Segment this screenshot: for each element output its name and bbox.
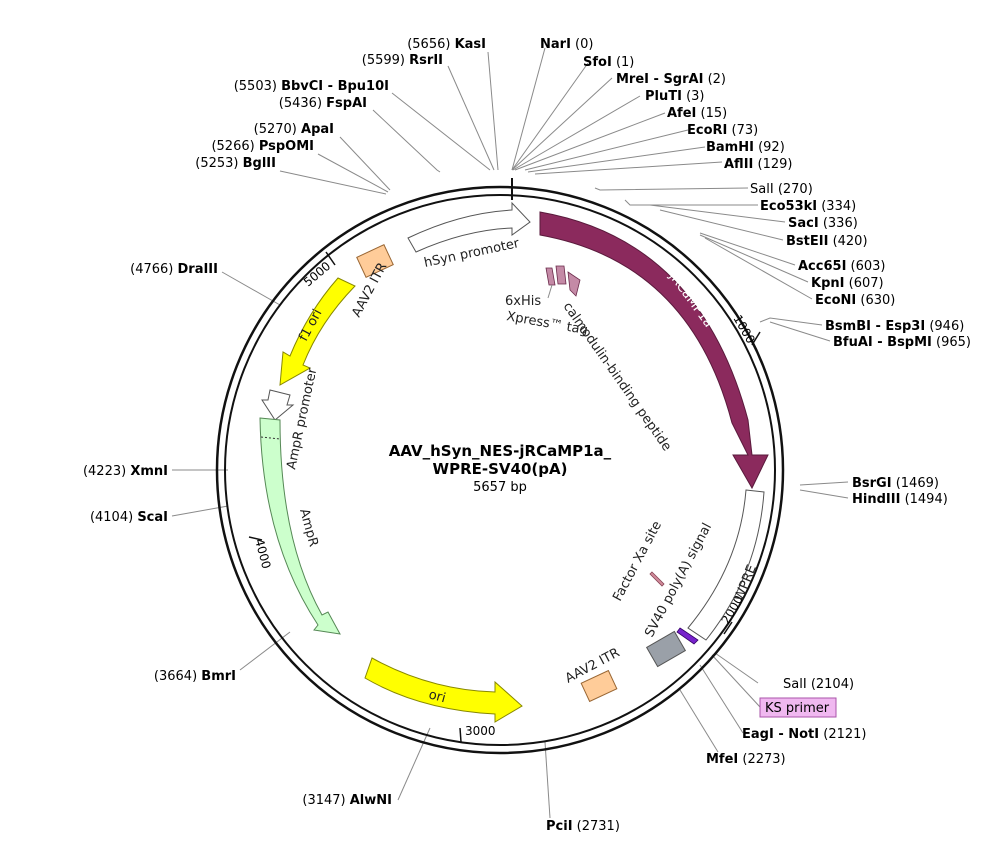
ks-primer-marker [676, 627, 699, 645]
site-label[interactable]: PluTI (3) [645, 89, 705, 104]
site-label[interactable]: SalI (2104) [783, 677, 854, 692]
site-label[interactable]: SacI (336) [788, 216, 858, 231]
enzyme-labels-left: (5656) KasI (5599) RsrII (5503) BbvCI - … [83, 37, 486, 808]
tick-4000: 4000 [252, 537, 273, 570]
ampr-arrow[interactable] [259, 417, 341, 635]
site-label[interactable]: SalI (270) [750, 182, 813, 197]
site-label[interactable]: (5270) ApaI [254, 122, 334, 137]
calmodulin-marker [567, 271, 581, 297]
tick-3000: 3000 [465, 724, 496, 738]
site-label[interactable]: (5253) BglII [195, 156, 276, 171]
his-tag-label: 6xHis [505, 294, 541, 309]
site-label[interactable]: MreI - SgrAI (2) [616, 72, 726, 87]
site-label[interactable]: EagI - NotI (2121) [742, 727, 866, 742]
site-label[interactable]: (4766) DraIII [130, 262, 218, 277]
site-label[interactable]: NarI (0) [540, 37, 593, 52]
hsyn-promoter-arrow[interactable] [407, 201, 531, 253]
calmodulin-label: calmodulin-binding peptide [560, 300, 674, 454]
plasmid-size: 5657 bp [473, 480, 527, 495]
jrcamp-arrow[interactable] [539, 211, 769, 490]
aav2-itr-bottom-box[interactable] [580, 669, 618, 703]
sv40-box[interactable] [645, 630, 687, 668]
factor-xa-marker [649, 571, 665, 587]
aav2-itr-top-box[interactable] [356, 244, 394, 278]
site-label[interactable]: (5436) FspAI [279, 96, 367, 111]
enzyme-labels-right: NarI (0) SfoI (1) MreI - SgrAI (2) PluTI… [540, 37, 971, 834]
site-label[interactable]: (5599) RsrII [362, 53, 443, 68]
site-label[interactable]: EcoNI (630) [815, 293, 895, 308]
ori-arrow[interactable] [364, 657, 523, 723]
site-label[interactable]: (5503) BbvCI - Bpu10I [234, 79, 389, 94]
site-label[interactable]: Eco53kI (334) [760, 199, 856, 214]
xpress-tag-marker [555, 265, 567, 285]
site-label[interactable]: BstEII (420) [786, 234, 868, 249]
site-label[interactable]: BsmBI - Esp3I (946) [825, 319, 964, 334]
site-label[interactable]: PciI (2731) [546, 819, 620, 834]
wpre-arrow[interactable] [687, 489, 765, 641]
site-label[interactable]: BsrGI (1469) [852, 476, 939, 491]
site-label[interactable]: (3147) AlwNI [302, 793, 392, 808]
site-label[interactable]: BfuAI - BspMI (965) [833, 335, 971, 350]
ampr-label: AmpR [296, 507, 321, 548]
site-label[interactable]: SfoI (1) [583, 55, 634, 70]
site-label[interactable]: BamHI (92) [706, 140, 785, 155]
plasmid-name-line1: AAV_hSyn_NES-jRCaMP1a_ [389, 442, 612, 460]
site-label[interactable]: AflII (129) [724, 157, 792, 172]
site-label[interactable]: EcoRI (73) [687, 123, 758, 138]
site-label[interactable]: Acc65I (603) [798, 259, 886, 274]
site-label[interactable]: (4223) XmnI [83, 464, 168, 479]
ampr-promoter-arrow[interactable] [261, 389, 295, 421]
site-label[interactable]: HindIII (1494) [852, 492, 948, 507]
leader-lines [171, 47, 849, 819]
ampr-promoter-label: AmpR promoter [284, 366, 320, 471]
site-label[interactable]: (4104) ScaI [90, 510, 168, 525]
site-label[interactable]: (3664) BmrI [154, 669, 236, 684]
backbone-inner [224, 194, 776, 746]
plasmid-name-line2: WPRE-SV40(pA) [433, 460, 568, 478]
site-label[interactable]: MfeI (2273) [706, 752, 786, 767]
ori-label: ori [427, 687, 447, 706]
tick-1000: 1000 [730, 313, 757, 346]
backbone-outer [215, 185, 785, 755]
ks-primer-badge[interactable] [759, 697, 837, 718]
factor-xa-label: Factor Xa site [610, 519, 665, 604]
his-tag-marker [545, 267, 556, 286]
site-label[interactable]: (5266) PspOMI [211, 139, 314, 154]
site-label[interactable]: KpnI (607) [811, 276, 884, 291]
f1-ori-arrow[interactable] [279, 277, 356, 386]
site-label[interactable]: AfeI (15) [667, 106, 727, 121]
site-label[interactable]: (5656) KasI [407, 37, 486, 52]
ks-primer-label: KS primer [765, 701, 830, 716]
